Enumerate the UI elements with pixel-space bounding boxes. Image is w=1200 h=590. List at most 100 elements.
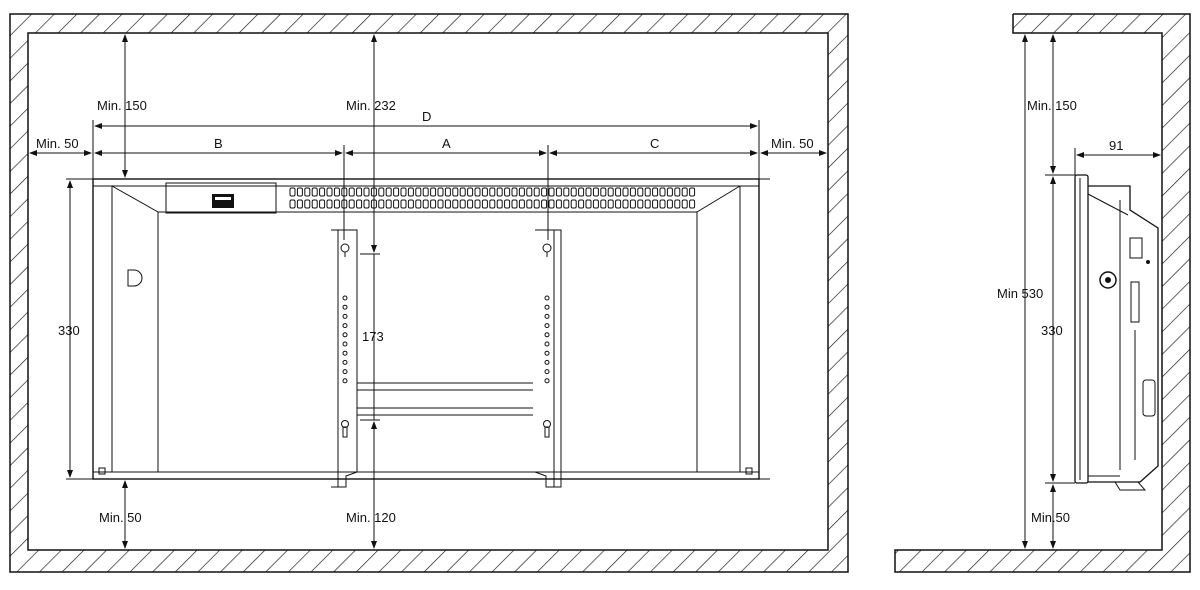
grille-slot <box>378 187 385 197</box>
grille-slot <box>378 199 385 209</box>
bottom-clearance-label: Min. 50 <box>99 510 142 525</box>
grille-slot <box>296 187 303 197</box>
heater-front-view <box>66 178 770 480</box>
width-a-label: A <box>442 136 451 151</box>
grille-slot <box>681 187 688 197</box>
grille-slot <box>481 199 488 209</box>
grille-slot <box>518 199 525 209</box>
hole-spacing-label: 173 <box>362 329 384 344</box>
grille-slot <box>629 187 636 197</box>
grille-slot <box>659 187 666 197</box>
grille-slot <box>659 199 666 209</box>
grille-slot <box>319 199 326 209</box>
bracket-adjust-hole <box>342 313 348 319</box>
grille-slot <box>555 199 562 209</box>
bracket-top-clearance-label: Min. 232 <box>346 98 396 113</box>
ventilation-grille <box>289 187 696 209</box>
side-dimension-labels: Min. 150 91 Min 530 330 Min.50 <box>997 98 1123 525</box>
grille-slot <box>489 199 496 209</box>
grille-slot <box>452 187 459 197</box>
grille-slot <box>407 199 414 209</box>
grille-slot <box>415 199 422 209</box>
grille-slot <box>437 199 444 209</box>
grille-slot <box>607 199 614 209</box>
grille-slot <box>311 187 318 197</box>
grille-slot <box>326 187 333 197</box>
side-wall-niche <box>894 13 1191 573</box>
grille-slot <box>289 187 296 197</box>
bracket-adjust-hole <box>544 332 550 338</box>
wall-bracket-right <box>534 229 562 488</box>
grille-slot <box>430 187 437 197</box>
heater-side-view <box>1074 174 1159 491</box>
grille-slot <box>422 187 429 197</box>
top-clearance-label: Min. 150 <box>97 98 147 113</box>
side-top-clearance-label: Min. 150 <box>1027 98 1077 113</box>
bracket-adjust-hole <box>544 350 550 356</box>
grille-slot <box>666 199 673 209</box>
grille-slot <box>570 199 577 209</box>
grille-slot <box>459 199 466 209</box>
right-clearance-label: Min. 50 <box>771 136 814 151</box>
grille-slot <box>437 187 444 197</box>
grille-slot <box>666 187 673 197</box>
grille-slot <box>348 199 355 209</box>
grille-slot <box>533 187 540 197</box>
grille-slot <box>637 187 644 197</box>
width-c-label: C <box>650 136 659 151</box>
grille-slot <box>422 199 429 209</box>
bracket-adjust-hole <box>544 313 550 319</box>
bracket-adjust-hole <box>342 304 348 310</box>
bracket-adjust-hole <box>342 359 348 365</box>
grille-slot <box>622 187 629 197</box>
bracket-adjust-hole <box>342 350 348 356</box>
grille-slot <box>526 187 533 197</box>
grille-slot <box>496 199 503 209</box>
wall-bracket-left <box>331 229 358 488</box>
grille-slot <box>363 187 370 197</box>
grille-slot <box>467 199 474 209</box>
side-height-label: 330 <box>1041 323 1063 338</box>
grille-slot <box>415 187 422 197</box>
grille-slot <box>526 199 533 209</box>
grille-slot <box>459 187 466 197</box>
grille-slot <box>504 187 511 197</box>
grille-slot <box>363 199 370 209</box>
grille-slot <box>326 199 333 209</box>
grille-slot <box>304 199 311 209</box>
grille-slot <box>644 187 651 197</box>
bracket-bottom-clearance-label: Min. 120 <box>346 510 396 525</box>
grille-slot <box>652 199 659 209</box>
grille-slot <box>555 187 562 197</box>
height-label: 330 <box>58 323 80 338</box>
grille-slot <box>319 187 326 197</box>
bracket-adjust-hole <box>342 341 348 347</box>
front-dimension-labels: Min. 150 Min. 232 D Min. 50 Min. 50 B A … <box>36 98 814 525</box>
grille-slot <box>356 199 363 209</box>
grille-slot <box>385 187 392 197</box>
grille-slot <box>681 199 688 209</box>
bracket-adjust-hole <box>544 359 550 365</box>
grille-slot <box>289 199 296 209</box>
bracket-adjust-hole <box>544 378 550 384</box>
grille-slot <box>548 199 555 209</box>
grille-slot <box>563 187 570 197</box>
width-b-label: B <box>214 136 223 151</box>
grille-slot <box>674 199 681 209</box>
grille-slot <box>615 199 622 209</box>
bracket-adjust-hole <box>342 295 348 301</box>
grille-slot <box>644 199 651 209</box>
bracket-adjust-hole <box>342 323 348 329</box>
bracket-adjust-hole <box>342 378 348 384</box>
grille-slot <box>474 187 481 197</box>
grille-slot <box>511 187 518 197</box>
grille-slot <box>548 187 555 197</box>
bracket-adjust-hole <box>544 304 550 310</box>
grille-slot <box>615 187 622 197</box>
grille-slot <box>689 199 696 209</box>
grille-slot <box>570 187 577 197</box>
grille-slot <box>474 199 481 209</box>
grille-slot <box>600 187 607 197</box>
grille-slot <box>585 199 592 209</box>
